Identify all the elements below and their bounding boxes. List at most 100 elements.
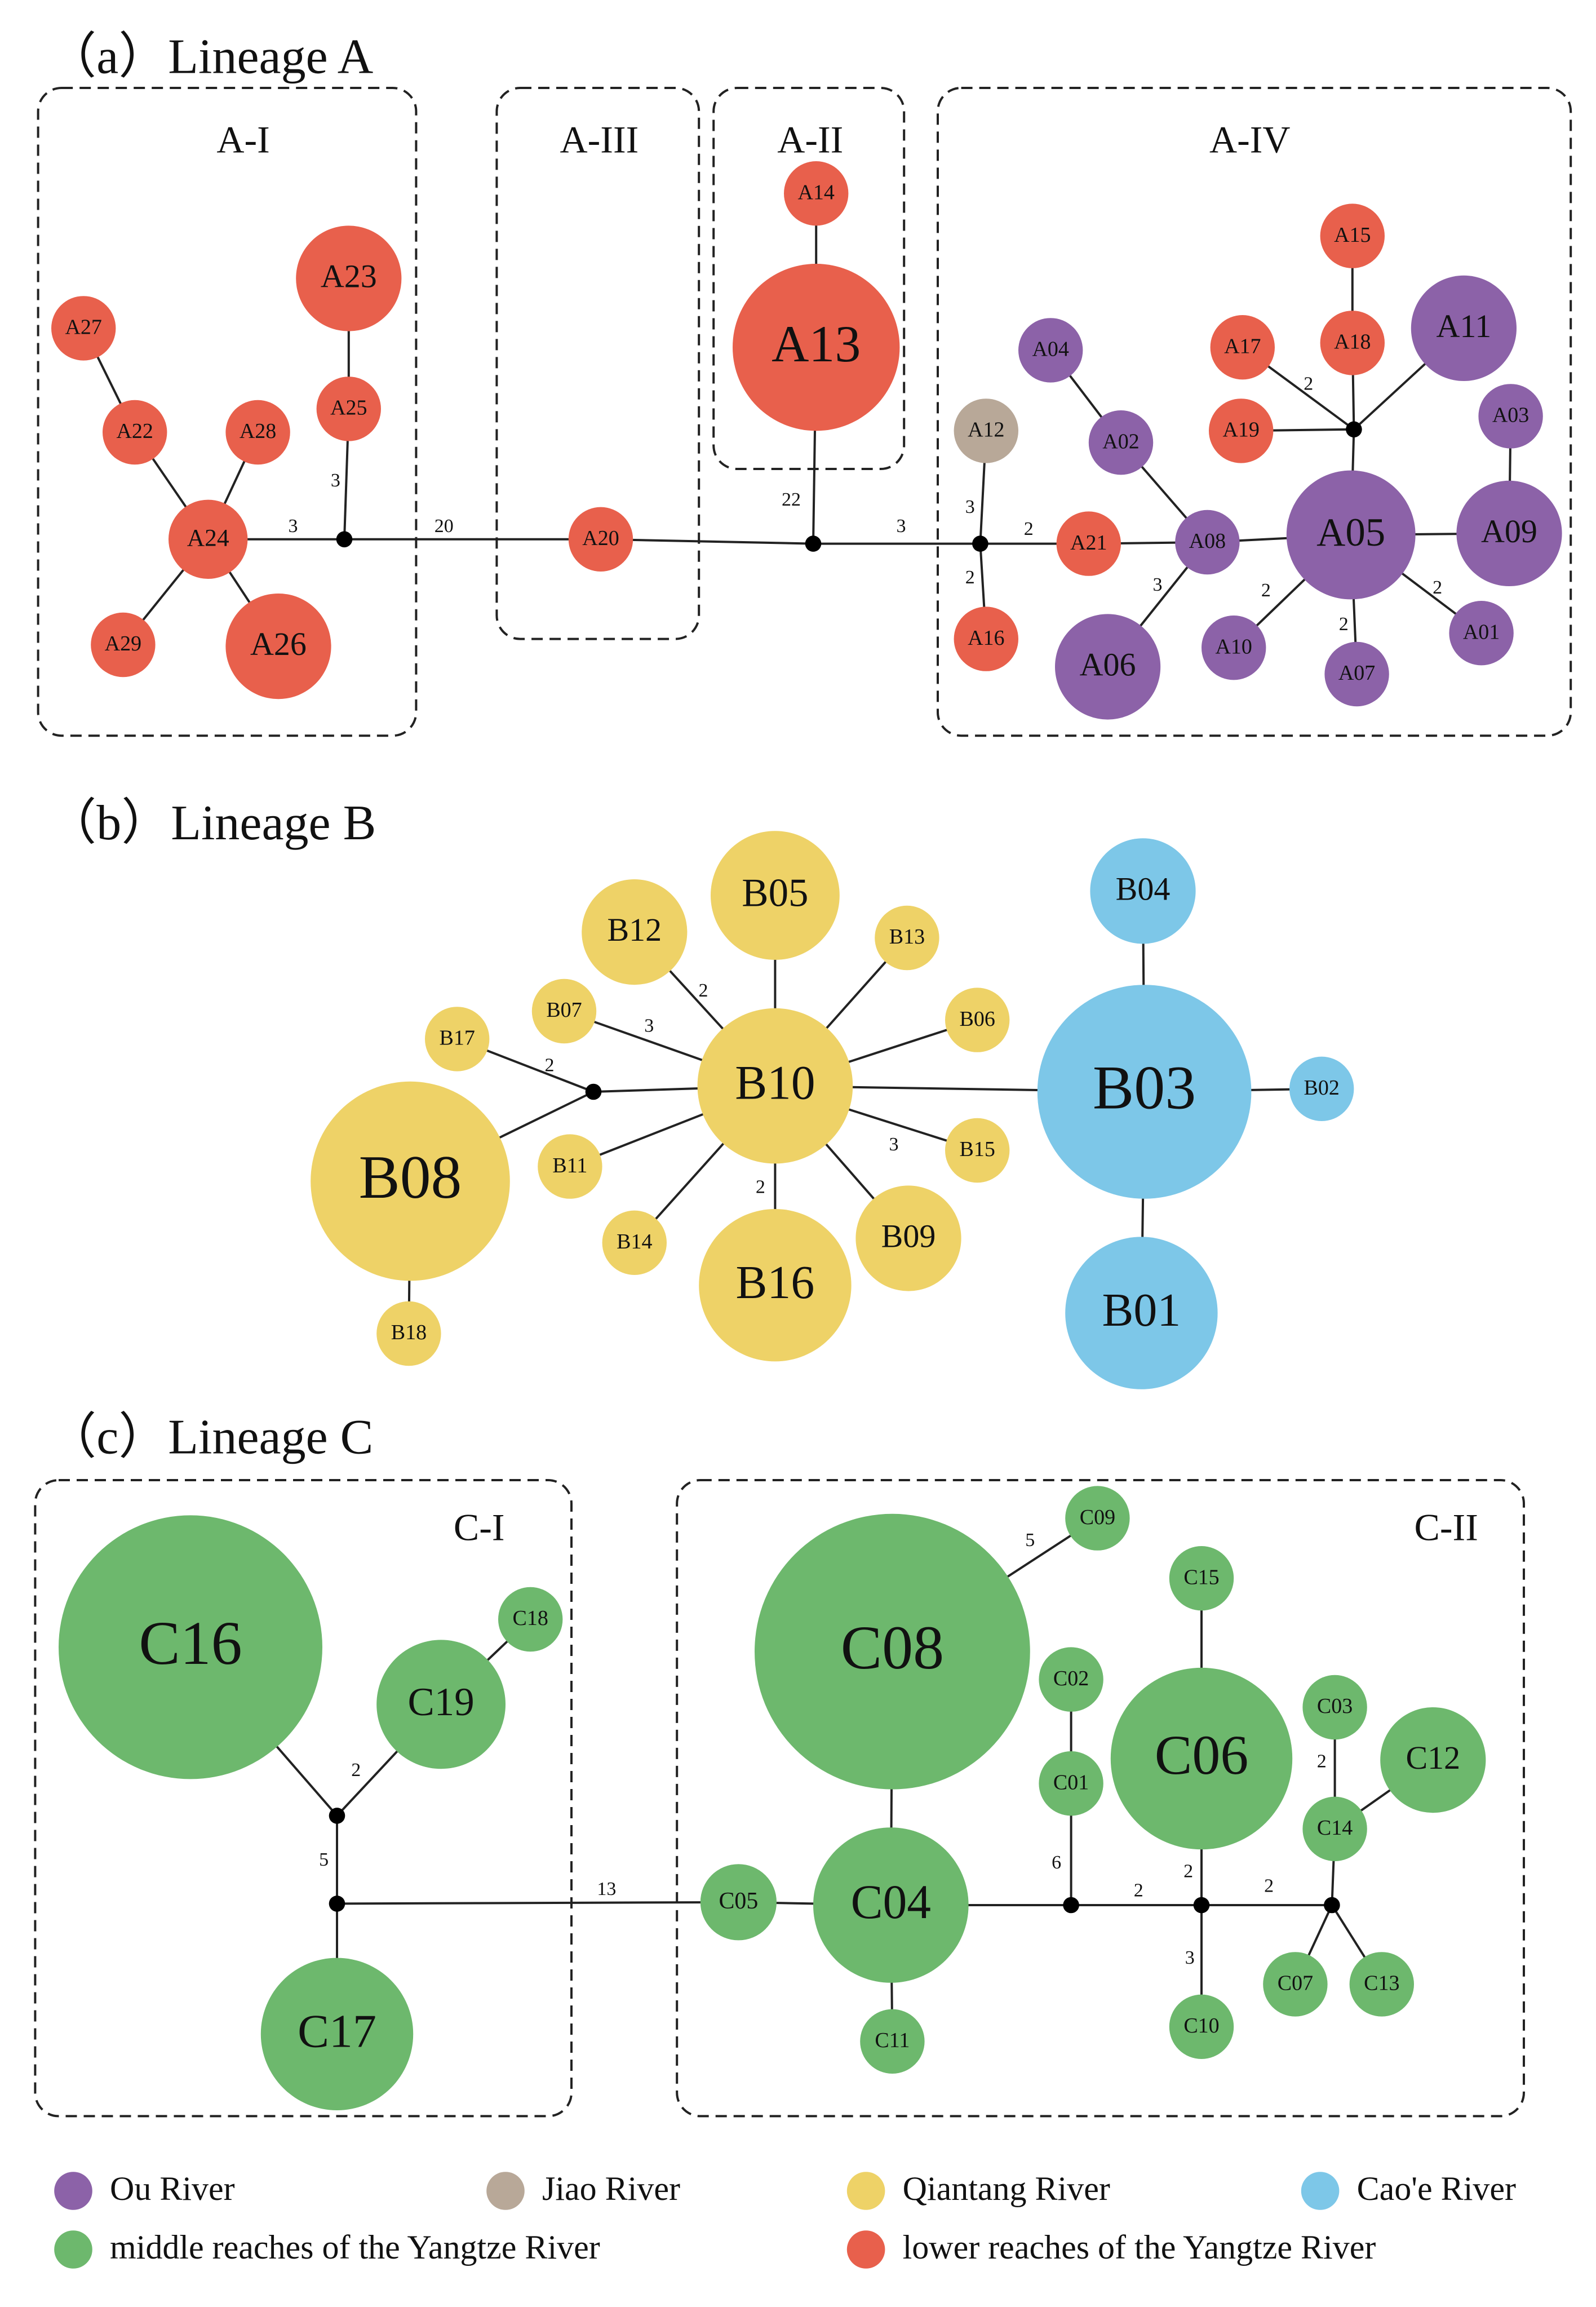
- haplotype-a16: A16: [954, 606, 1019, 671]
- median-vector-node: [1063, 1897, 1079, 1914]
- haplotype-a10: A10: [1202, 616, 1266, 680]
- group-box-a-ii: [712, 87, 906, 470]
- haplotype-label: A16: [968, 626, 1004, 650]
- haplotype-circle: [602, 1210, 667, 1275]
- haplotype-a04: A04: [1018, 318, 1083, 383]
- mutation-count-label: 2: [351, 1760, 361, 1781]
- median-vector-node: [1346, 421, 1362, 438]
- haplotype-circle: [1411, 275, 1517, 381]
- haplotype-c07: C07: [1263, 1952, 1328, 2017]
- haplotype-a29: A29: [91, 612, 156, 678]
- haplotype-a13: A13: [733, 264, 900, 431]
- haplotype-label: A09: [1481, 513, 1537, 550]
- haplotype-label: C17: [298, 2005, 376, 2057]
- haplotype-a08: A08: [1175, 510, 1240, 575]
- mutation-count-label: 20: [435, 516, 454, 537]
- haplotype-label: A26: [250, 626, 307, 662]
- panel-title-c: （c）Lineage C: [47, 1410, 373, 1465]
- haplotype-circle: [755, 1513, 1030, 1790]
- haplotype-circle: [1169, 1994, 1234, 2059]
- median-vector-node: [329, 1808, 345, 1824]
- mutation-count-label: 6: [1052, 1852, 1061, 1873]
- haplotype-label: B13: [889, 925, 925, 949]
- mutation-count-label: 2: [1317, 1751, 1327, 1772]
- haplotype-label: C15: [1183, 1565, 1219, 1589]
- haplotype-a05: A05: [1286, 470, 1416, 600]
- haplotype-label: B07: [546, 998, 582, 1022]
- haplotype-label: C10: [1183, 2014, 1219, 2038]
- haplotype-circle: [582, 879, 688, 985]
- haplotype-circle: [945, 1118, 1010, 1183]
- haplotype-circle: [1088, 410, 1154, 475]
- mutation-count-label: 3: [289, 516, 298, 537]
- haplotype-a27: A27: [51, 296, 116, 361]
- group-label-c-i: C-I: [454, 1506, 505, 1549]
- group-label-c-ii: C-II: [1415, 1506, 1478, 1549]
- haplotype-c17: C17: [260, 1958, 414, 2110]
- haplotype-label: C18: [513, 1606, 548, 1630]
- haplotype-a25: A25: [316, 377, 381, 441]
- haplotype-circle: [1324, 641, 1389, 707]
- haplotype-label: A25: [330, 396, 367, 420]
- haplotype-circle: [784, 161, 849, 226]
- haplotype-circle: [1065, 1486, 1130, 1551]
- haplotype-label: A07: [1338, 661, 1375, 685]
- group-box-a-iii: [495, 87, 701, 640]
- haplotype-a12: A12: [954, 398, 1019, 463]
- haplotype-b01: B01: [1065, 1237, 1218, 1389]
- haplotype-c04: C04: [813, 1827, 969, 1983]
- haplotype-circle: [169, 499, 248, 579]
- haplotype-b03: B03: [1037, 985, 1252, 1199]
- haplotype-circle: [954, 606, 1019, 671]
- haplotype-label: A17: [1224, 334, 1261, 358]
- haplotype-c13: C13: [1349, 1952, 1414, 2017]
- haplotype-label: B08: [359, 1143, 462, 1211]
- haplotype-circle: [1110, 1667, 1293, 1850]
- mutation-count-label: 5: [319, 1849, 329, 1870]
- mutation-count-label: 3: [965, 497, 975, 517]
- haplotype-b07: B07: [531, 978, 597, 1044]
- haplotype-label: A23: [321, 258, 377, 295]
- haplotype-label: B12: [607, 911, 662, 948]
- haplotype-c14: C14: [1302, 1796, 1367, 1861]
- haplotype-c08: C08: [755, 1513, 1030, 1790]
- legend-label-lower: lower reaches of the Yangtze River: [903, 2229, 1376, 2266]
- haplotype-circle: [1302, 1796, 1367, 1861]
- haplotype-c05: C05: [700, 1864, 777, 1941]
- mutation-count-label: 3: [889, 1134, 899, 1155]
- mutation-count-label: 3: [1185, 1947, 1195, 1968]
- haplotype-label: A18: [1334, 330, 1371, 354]
- haplotype-circle: [568, 507, 633, 572]
- haplotype-label: A24: [187, 525, 229, 552]
- haplotype-b15: B15: [945, 1118, 1010, 1183]
- haplotype-label: A11: [1437, 308, 1492, 344]
- haplotype-c06: C06: [1110, 1667, 1293, 1850]
- haplotype-circle: [1349, 1952, 1414, 2017]
- mutation-count-label: 3: [331, 470, 340, 491]
- haplotype-label: B04: [1116, 870, 1171, 907]
- haplotype-circle: [945, 988, 1010, 1052]
- haplotype-a21: A21: [1056, 511, 1121, 576]
- haplotype-circle: [1478, 384, 1543, 449]
- haplotype-label: A06: [1080, 647, 1136, 683]
- haplotype-b05: B05: [711, 831, 840, 960]
- haplotype-b11: B11: [538, 1134, 602, 1199]
- haplotype-label: B02: [1304, 1076, 1340, 1100]
- haplotype-label: C03: [1317, 1694, 1353, 1718]
- mutation-count-label: 13: [597, 1879, 616, 1899]
- haplotype-label: B01: [1102, 1284, 1181, 1336]
- haplotype-circle: [51, 296, 116, 361]
- mutation-count-label: 5: [1025, 1530, 1035, 1551]
- haplotype-label: B03: [1093, 1053, 1196, 1122]
- haplotype-a01: A01: [1449, 601, 1514, 666]
- median-vector-node: [972, 535, 988, 552]
- haplotype-label: C14: [1317, 1816, 1353, 1840]
- haplotype-label: A10: [1215, 635, 1252, 658]
- haplotype-circle: [296, 225, 402, 331]
- haplotype-label: A22: [116, 419, 153, 443]
- haplotype-circle: [813, 1827, 969, 1983]
- mutation-count-label: 2: [1339, 614, 1349, 635]
- group-label-a-iv: A-IV: [1209, 118, 1291, 161]
- haplotype-circle: [699, 1209, 852, 1362]
- haplotype-circle: [316, 377, 381, 441]
